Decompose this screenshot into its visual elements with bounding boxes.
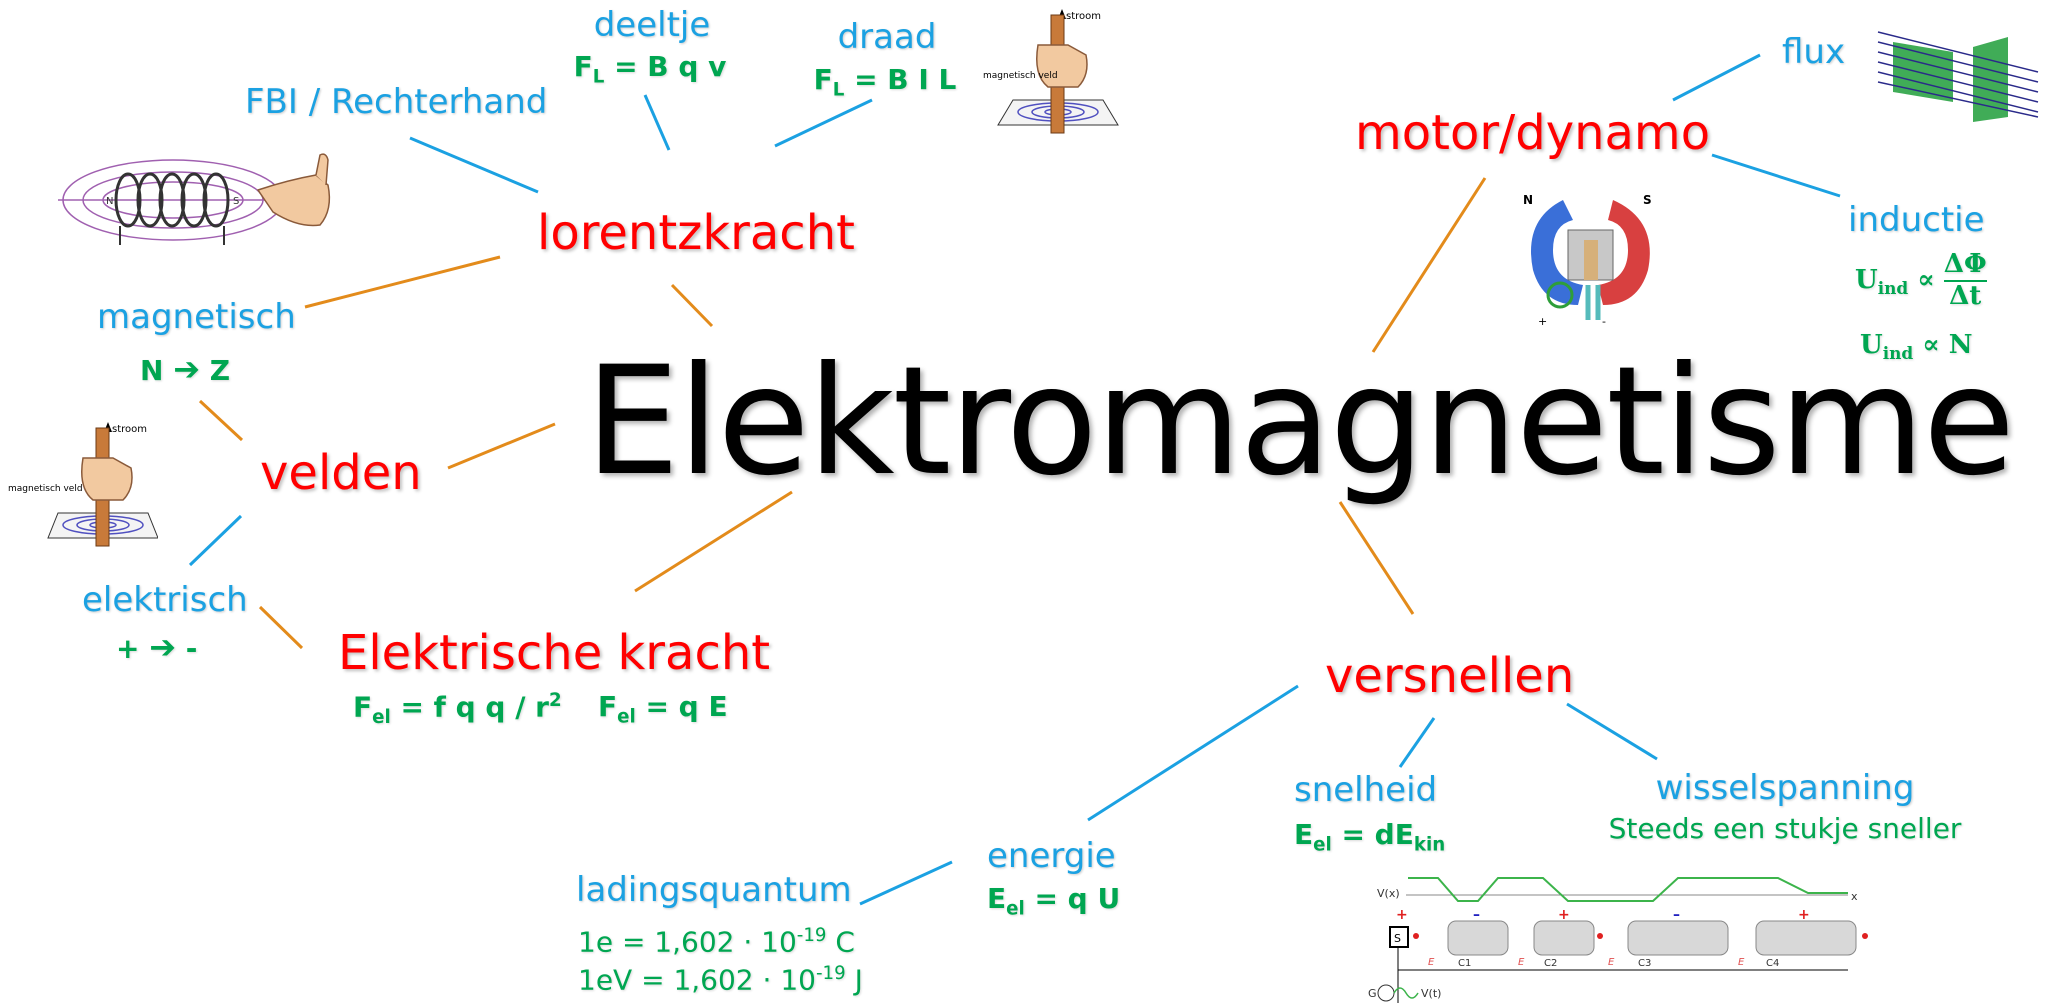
- label-inductie: inductie: [1848, 200, 1985, 240]
- line-versnellen-wissel: [1566, 702, 1658, 761]
- svg-text:C1: C1: [1458, 958, 1471, 969]
- svg-text:G: G: [1368, 987, 1377, 1000]
- linac-illustration: V(x) x + – + – + S C1 C2 C3 C4 E E E E G…: [1368, 877, 1868, 1003]
- formula-inductie-windingen: Uind ∝ N: [1860, 330, 1973, 364]
- text-wisselspanning: Steeds een stukje sneller: [1608, 812, 1962, 845]
- label-fbi: FBI / Rechterhand: [245, 82, 548, 122]
- label-deeltje: deeltje: [593, 5, 711, 45]
- svg-text:+: +: [1558, 907, 1570, 923]
- svg-text:S: S: [1394, 932, 1401, 945]
- branch-velden: velden: [260, 445, 422, 501]
- formula-field-force: Fel = q E: [598, 690, 728, 728]
- label-elektrisch: elektrisch: [82, 580, 248, 620]
- line-title-versnellen: [1338, 501, 1415, 615]
- direction-elektrisch: + ➔ -: [116, 628, 198, 666]
- flux-illustration: [1877, 31, 2039, 122]
- formula-snelheid: Eel = dEkin: [1294, 818, 1446, 856]
- line-motor-flux: [1672, 53, 1761, 102]
- label-flux: flux: [1782, 32, 1846, 72]
- line-energie-ladings: [859, 860, 953, 906]
- label-snelheid: snelheid: [1294, 770, 1438, 810]
- formula-lading-ev: 1eV = 1,602 · 10-19 J: [578, 963, 863, 997]
- line-lorentz-draad: [774, 98, 873, 148]
- svg-text:–: –: [1673, 907, 1680, 923]
- line-title-lorentz: [670, 283, 714, 328]
- line-lorentz-fbi: [409, 136, 539, 194]
- svg-text:+: +: [1538, 315, 1547, 328]
- svg-text:stroom: stroom: [112, 424, 147, 435]
- direction-magnetisch: N ➔ Z: [140, 350, 231, 388]
- svg-text:stroom: stroom: [1066, 11, 1101, 22]
- solenoid-illustration: N S: [58, 153, 331, 245]
- branch-lorentzkracht: lorentzkracht: [537, 205, 855, 261]
- formula-deeltje: FL = B q v: [573, 50, 727, 88]
- svg-text:S: S: [1643, 193, 1652, 207]
- svg-text:E: E: [1738, 957, 1745, 968]
- main-title: Elektromagnetisme: [585, 335, 2015, 509]
- coil-s-label: S: [233, 196, 239, 207]
- svg-text:V(t): V(t): [1421, 987, 1441, 1000]
- wire-hand-illustration-top: stroom magnetisch veld: [983, 9, 1119, 134]
- line-title-motor: [1371, 177, 1487, 353]
- svg-text:E: E: [1518, 957, 1525, 968]
- svg-text:E: E: [1608, 957, 1615, 968]
- branch-elektrische-kracht: Elektrische kracht: [338, 625, 771, 681]
- wire-hand-illustration-left: stroom magnetisch veld: [8, 422, 158, 547]
- line-versnellen-energie: [1087, 684, 1299, 822]
- svg-text:–: –: [1473, 907, 1480, 923]
- branch-versnellen: versnellen: [1325, 648, 1575, 704]
- svg-text:C4: C4: [1766, 958, 1779, 969]
- label-draad: draad: [837, 17, 937, 57]
- branch-motor-dynamo: motor/dynamo: [1355, 105, 1711, 161]
- svg-text:C2: C2: [1544, 958, 1557, 969]
- line-motor-inductie: [1711, 153, 1841, 198]
- label-magnetisch: magnetisch: [97, 297, 296, 337]
- coil-n-label: N: [106, 196, 113, 207]
- formula-energie: Eel = q U: [987, 882, 1121, 920]
- motor-illustration: N S + -: [1523, 193, 1652, 328]
- line-magnetisch-velden: [198, 399, 244, 442]
- line-elektrisch-kracht: [258, 605, 304, 650]
- svg-text:+: +: [1396, 907, 1408, 923]
- label-wisselspanning: wisselspanning: [1655, 768, 1915, 808]
- svg-text:magnetisch veld: magnetisch veld: [983, 71, 1058, 81]
- label-energie: energie: [987, 836, 1116, 876]
- svg-text:C3: C3: [1638, 958, 1651, 969]
- line-title-kracht: [634, 490, 793, 593]
- line-lorentz-magnetisch: [304, 255, 501, 309]
- svg-text:magnetisch veld: magnetisch veld: [8, 484, 83, 494]
- line-lorentz-deeltje: [643, 94, 671, 151]
- formula-lading-coulomb: 1e = 1,602 · 10-19 C: [578, 925, 855, 959]
- line-versnellen-snelheid: [1398, 717, 1436, 768]
- svg-text:N: N: [1523, 193, 1533, 207]
- line-velden-elektrisch: [188, 514, 243, 567]
- svg-text:x: x: [1851, 890, 1858, 903]
- formula-draad: FL = B I L: [813, 63, 957, 101]
- label-ladingsquantum: ladingsquantum: [576, 870, 852, 910]
- line-title-velden: [447, 422, 556, 470]
- svg-text:E: E: [1428, 957, 1435, 968]
- svg-text:-: -: [1602, 315, 1606, 328]
- svg-text:V(x): V(x): [1377, 887, 1400, 900]
- formula-coulomb: Fel = f q q / r2: [353, 690, 562, 728]
- svg-text:+: +: [1798, 907, 1810, 923]
